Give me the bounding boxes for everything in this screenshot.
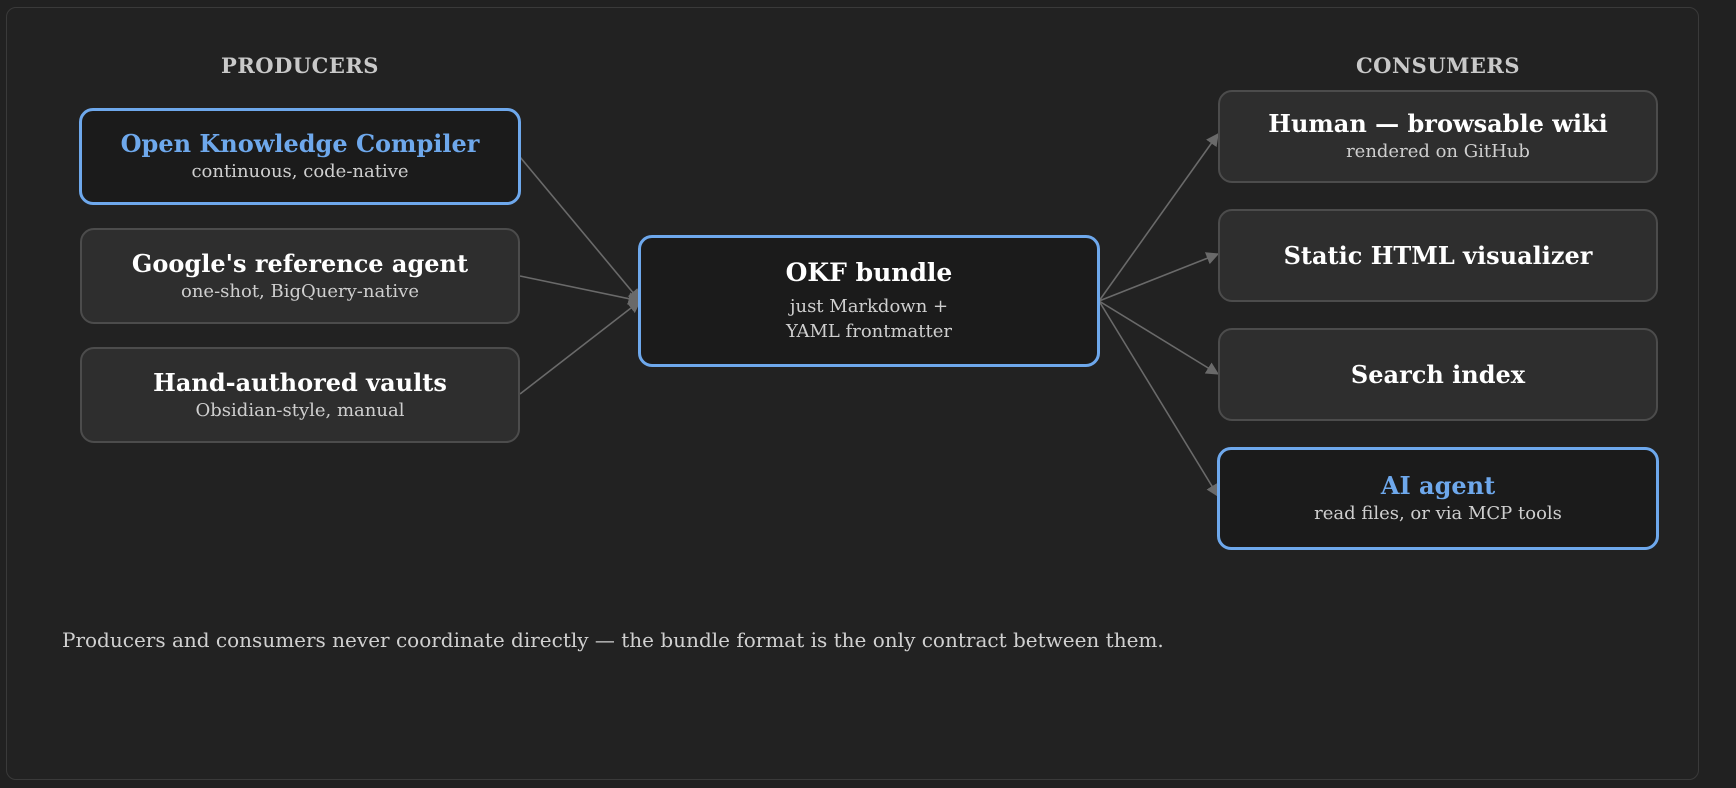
edge-bundle-to-ai-agent [1098, 300, 1219, 498]
producer-title: Hand-authored vaults [153, 367, 447, 397]
consumer-search-index: Search index [1218, 328, 1658, 421]
consumer-browsable-wiki: Human — browsable wiki rendered on GitHu… [1218, 90, 1658, 183]
consumer-static-html-visualizer: Static HTML visualizer [1218, 209, 1658, 302]
consumer-subtitle: rendered on GitHub [1346, 141, 1530, 162]
consumer-subtitle: read files, or via MCP tools [1314, 503, 1562, 524]
producer-open-knowledge-compiler: Open Knowledge Compiler continuous, code… [79, 108, 521, 205]
consumer-title: AI agent [1380, 471, 1496, 500]
edge-bundle-to-wiki [1098, 132, 1219, 302]
consumer-ai-agent: AI agent read files, or via MCP tools [1217, 447, 1659, 550]
edge-compiler-to-bundle [519, 156, 641, 302]
bundle-line-2: YAML frontmatter [785, 321, 953, 342]
consumer-title: Static HTML visualizer [1283, 240, 1593, 270]
producer-title: Open Knowledge Compiler [120, 129, 480, 158]
producer-hand-authored-vaults: Hand-authored vaults Obsidian-style, man… [80, 347, 520, 443]
producer-subtitle: continuous, code-native [191, 161, 409, 182]
consumers-heading: CONSUMERS [1355, 53, 1521, 78]
edge-bundle-to-visualizer [1098, 252, 1220, 302]
consumer-title: Human — browsable wiki [1268, 109, 1608, 138]
producer-google-reference-agent: Google's reference agent one-shot, BigQu… [80, 228, 520, 324]
consumer-title: Search index [1350, 359, 1526, 389]
edge-bundle-to-search [1098, 300, 1220, 375]
edge-google-agent-to-bundle [519, 275, 642, 305]
okf-bundle-node: OKF bundle just Markdown + YAML frontmat… [638, 235, 1100, 367]
producer-title: Google's reference agent [131, 248, 469, 278]
producer-subtitle: one-shot, BigQuery-native [180, 280, 419, 302]
producers-heading: PRODUCERS [221, 53, 379, 78]
producer-subtitle: Obsidian-style, manual [195, 399, 405, 421]
bundle-title: OKF bundle [785, 258, 953, 287]
edge-vaults-to-bundle [519, 300, 642, 395]
diagram-caption: Producers and consumers never coordinate… [62, 628, 1164, 652]
bundle-line-1: just Markdown + [789, 296, 949, 317]
